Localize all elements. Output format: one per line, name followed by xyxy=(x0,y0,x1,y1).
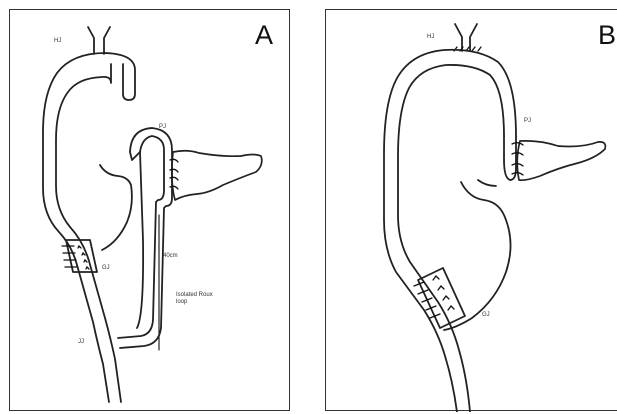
bile-duct xyxy=(455,24,477,51)
panel-a-drawing xyxy=(10,10,291,412)
gastrojejunostomy-staples xyxy=(62,240,97,272)
panel-b: B HJ PJ GJ xyxy=(325,9,617,411)
hj-label: HJ xyxy=(427,34,434,41)
pj-label: PJ xyxy=(159,124,166,131)
bile-duct xyxy=(88,27,110,54)
stomach-remnant xyxy=(444,182,511,330)
gj-label: GJ xyxy=(102,265,110,272)
length-label: 40cm xyxy=(163,253,178,260)
stomach-remnant xyxy=(100,165,132,250)
isolated-roux-label: Isolated Roux loop xyxy=(176,292,213,306)
panel-b-drawing xyxy=(326,10,617,412)
hj-label: HJ xyxy=(54,38,61,45)
jj-label: JJ xyxy=(78,339,84,346)
panel-letter: B xyxy=(598,22,616,49)
hepatic-limb-outer xyxy=(43,53,135,402)
pj-label: PJ xyxy=(524,118,531,125)
hepatic-limb-inner xyxy=(56,64,121,402)
panel-letter: A xyxy=(255,22,273,49)
hepatic-limb-inner xyxy=(398,65,504,412)
isolated-roux-label-line2: loop xyxy=(176,299,187,305)
pancreas xyxy=(517,141,605,180)
pancreas xyxy=(172,151,262,200)
isolated-roux-label-line1: Isolated Roux xyxy=(176,292,213,298)
gastrojejunostomy-staples xyxy=(414,268,465,328)
panel-a: A HJ PJ GJ JJ 40cm Isolated Roux loop xyxy=(9,9,290,411)
pj-limb-bottom xyxy=(504,160,516,180)
gj-label: GJ xyxy=(482,312,490,319)
